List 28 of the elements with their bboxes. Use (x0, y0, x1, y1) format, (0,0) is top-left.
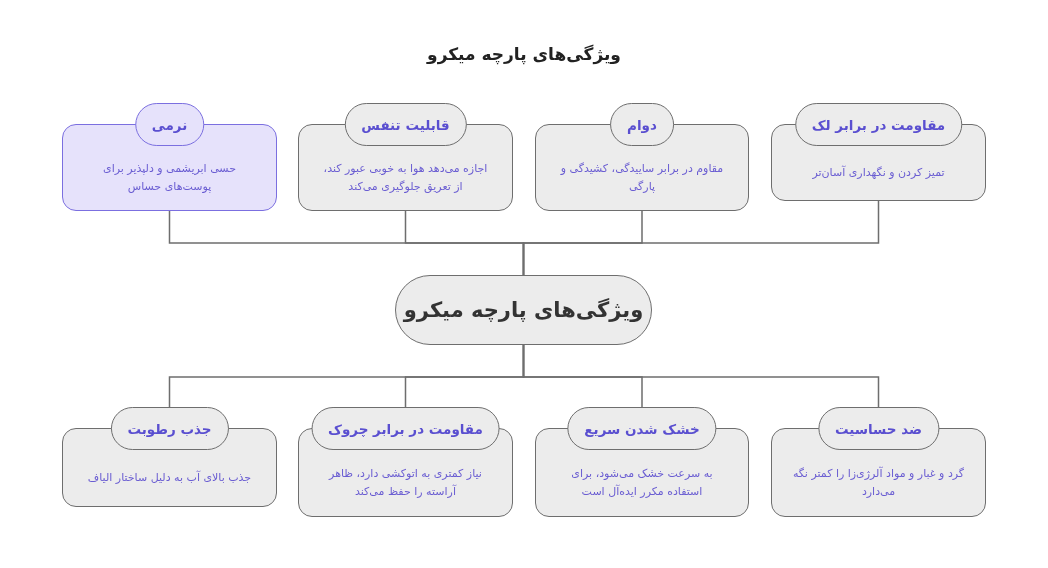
feature-card (298, 407, 513, 517)
card-heading: ضد حساسیت (817, 407, 940, 450)
card-description: گرد و غبار و مواد آلرژی‌زا را کمتر نگه می‌دارد (791, 465, 966, 500)
card-heading: خشک شدن سریع (567, 407, 717, 450)
feature-card (62, 103, 277, 211)
card-description: نیاز کمتری به اتوکشی دارد، ظاهر آراسته را حفظ می‌کند (327, 466, 483, 500)
card-heading: جذب رطوبت (110, 407, 229, 450)
feature-card (535, 407, 749, 517)
card-description: تمیز کردن و نگهداری آسان‌تر (812, 164, 945, 181)
card-description: حسی ابریشمی و دلپذیر برای پوست‌های حساس (102, 161, 237, 195)
card-description: اجازه می‌دهد هوا به خوبی عبور کند، از تعریق جلوگیری می‌کند (322, 161, 489, 195)
card-description: مقاوم در برابر ساییدگی، کشیدگی و پارگی (559, 161, 725, 195)
card-description: جذب بالای آب به دلیل ساختار الیاف (87, 469, 252, 486)
feature-card (298, 103, 513, 211)
connector-line (168, 344, 525, 408)
card-heading: دوام (610, 103, 674, 146)
feature-card (62, 407, 277, 507)
diagram-title: ویژگی‌های پارچه میکرو (427, 44, 621, 64)
feature-card (771, 407, 986, 517)
card-heading: مقاومت در برابر چروک (311, 407, 500, 450)
card-description: به سرعت خشک می‌شود، برای استفاده مکرر ایده‌آل است (570, 466, 714, 500)
connector-line (168, 210, 525, 276)
card-heading: مقاومت در برابر لک (794, 103, 963, 146)
feature-card (771, 103, 986, 201)
card-heading: نرمی (134, 103, 205, 146)
card-heading: قابلیت تنفس (344, 103, 467, 146)
feature-card (535, 103, 749, 211)
topic-label: ویژگی‌های پارچه میکرو (403, 298, 644, 322)
